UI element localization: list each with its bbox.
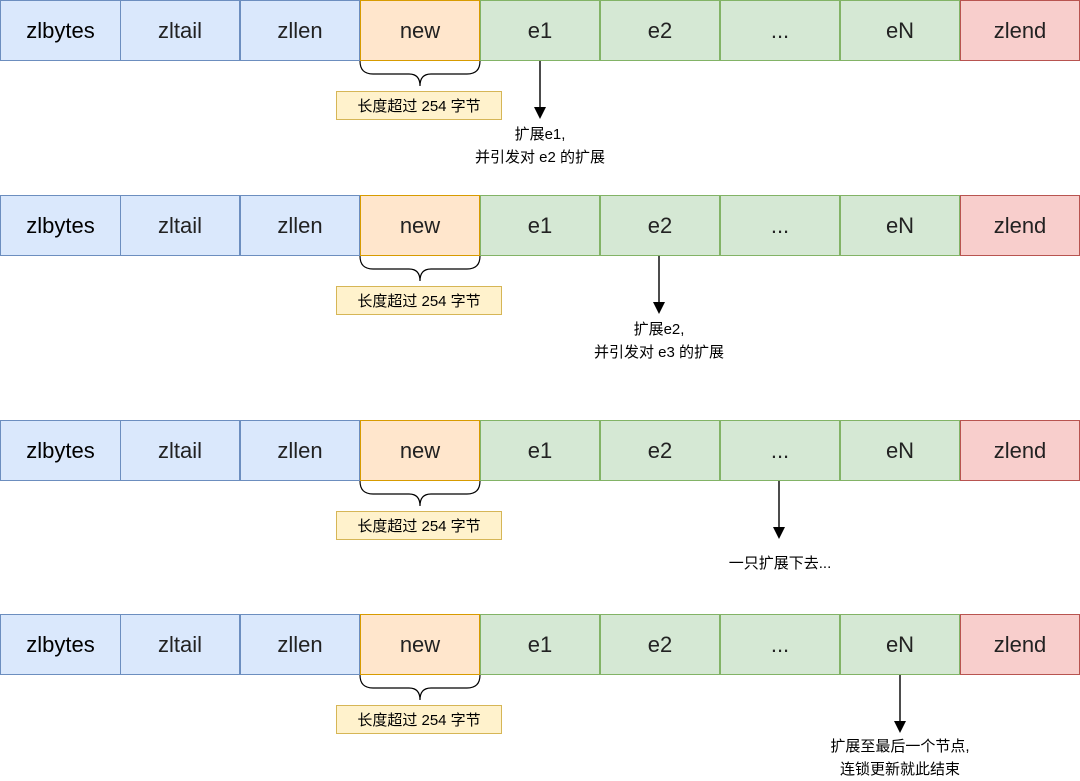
cell-zllen: zllen (240, 195, 360, 256)
cell-e2: e2 (600, 614, 720, 675)
cell-e1: e1 (480, 195, 600, 256)
cell-e2: e2 (600, 195, 720, 256)
note-row-4: 扩展至最后一个节点, 连锁更新就此结束 (800, 735, 1000, 781)
cell-zllen: zllen (240, 614, 360, 675)
cell-new: new (360, 614, 480, 675)
ziplist-row-3: zlbytes zltail zllen new e1 e2 ... eN zl… (0, 420, 1080, 481)
note-line: 并引发对 e3 的扩展 (593, 344, 725, 361)
cell-new: new (360, 420, 480, 481)
arrow-down-icon (773, 481, 785, 539)
ziplist-row-1: zlbytes zltail zllen new e1 e2 ... eN zl… (0, 0, 1080, 61)
note-row-2: 扩展e2, 并引发对 e3 的扩展 (559, 318, 759, 364)
cell-zlend: zlend (960, 195, 1080, 256)
brace-row-1 (359, 61, 481, 87)
cell-zlend: zlend (960, 614, 1080, 675)
cell-zltail: zltail (120, 0, 240, 61)
length-label-row-1: 长度超过 254 字节 (336, 91, 502, 120)
cell-en: eN (840, 0, 960, 61)
cell-zllen: zllen (240, 420, 360, 481)
cell-zlbytes: zlbytes (0, 195, 121, 256)
arrow-down-icon (653, 256, 665, 314)
cell-e2: e2 (600, 0, 720, 61)
cell-e2: e2 (600, 420, 720, 481)
cell-new: new (360, 0, 480, 61)
cell-ellipsis: ... (720, 420, 840, 481)
arrow-down-icon (534, 61, 546, 119)
cell-ellipsis: ... (720, 0, 840, 61)
cell-zlbytes: zlbytes (0, 614, 121, 675)
note-row-1: 扩展e1, 并引发对 e2 的扩展 (440, 123, 640, 169)
cell-en: eN (840, 420, 960, 481)
note-line: 扩展至最后一个节点, (830, 738, 970, 755)
note-line: 并引发对 e2 的扩展 (474, 149, 606, 166)
cell-new: new (360, 195, 480, 256)
length-label-row-4: 长度超过 254 字节 (336, 705, 502, 734)
brace-row-2 (359, 256, 481, 282)
cell-zlend: zlend (960, 420, 1080, 481)
cell-en: eN (840, 195, 960, 256)
cell-en: eN (840, 614, 960, 675)
brace-row-4 (359, 675, 481, 701)
cell-zlbytes: zlbytes (0, 420, 121, 481)
cell-zllen: zllen (240, 0, 360, 61)
note-row-3: 一只扩展下去... (690, 552, 870, 575)
cell-e1: e1 (480, 420, 600, 481)
cell-ellipsis: ... (720, 614, 840, 675)
arrow-down-icon (894, 675, 906, 733)
cell-e1: e1 (480, 614, 600, 675)
note-line: 一只扩展下去... (728, 555, 832, 572)
cell-zltail: zltail (120, 420, 240, 481)
ziplist-row-2: zlbytes zltail zllen new e1 e2 ... eN zl… (0, 195, 1080, 256)
note-line: 扩展e1, (514, 126, 566, 143)
cell-e1: e1 (480, 0, 600, 61)
ziplist-row-4: zlbytes zltail zllen new e1 e2 ... eN zl… (0, 614, 1080, 675)
length-label-row-2: 长度超过 254 字节 (336, 286, 502, 315)
cell-zltail: zltail (120, 195, 240, 256)
length-label-row-3: 长度超过 254 字节 (336, 511, 502, 540)
cell-ellipsis: ... (720, 195, 840, 256)
cell-zlend: zlend (960, 0, 1080, 61)
note-line: 扩展e2, (633, 321, 685, 338)
note-line: 连锁更新就此结束 (839, 761, 960, 778)
brace-row-3 (359, 481, 481, 507)
cell-zltail: zltail (120, 614, 240, 675)
cell-zlbytes: zlbytes (0, 0, 121, 61)
